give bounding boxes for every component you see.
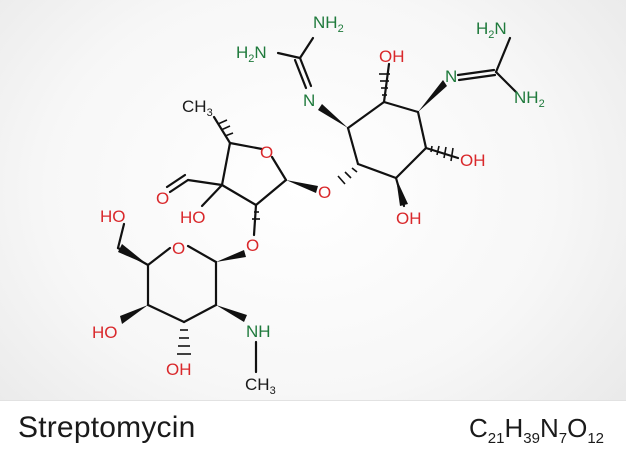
label-ch3-top: CH3: [182, 97, 213, 119]
label-o-aldehyde: O: [156, 189, 169, 208]
label-h2n-left: H2N: [236, 43, 267, 65]
label-o-furanose: O: [260, 143, 273, 162]
formula-subscript: 39: [523, 430, 540, 447]
stereo-bonds: [118, 73, 454, 355]
label-o-link-lower: O: [246, 236, 259, 255]
label-n-right: N: [445, 67, 457, 86]
formula-subscript: 12: [587, 430, 604, 447]
formula-element: O: [567, 413, 588, 443]
compound-name: Streptomycin: [18, 411, 196, 444]
label-oh-ring-top: OH: [379, 47, 405, 66]
label-o-link-right: O: [318, 183, 331, 202]
caption-bar: Streptomycin C21H39N7O12: [0, 400, 626, 451]
label-ch3-nmethyl: CH3: [245, 375, 276, 397]
label-nh2-top-left: NH2: [313, 13, 344, 35]
formula-subscript: 21: [487, 430, 505, 447]
label-oh-pyranose-bottom: OH: [166, 360, 192, 379]
formula-element: H: [504, 413, 524, 443]
formula-element: C: [469, 413, 488, 443]
formula-subscript: 7: [558, 430, 568, 447]
label-ho-furanose: HO: [180, 208, 206, 227]
label-oh-ring-right: OH: [460, 151, 486, 170]
label-ho-pyranose: HO: [92, 323, 118, 342]
label-ho-ch2: HO: [100, 207, 126, 226]
structural-formula: NH2 H2N N OH H2N N NH2 CH3 O O OH OH: [92, 13, 545, 397]
bond-skeleton: [116, 36, 518, 374]
label-o-pyranose: O: [172, 239, 185, 258]
label-n-left: N: [303, 91, 315, 110]
molecular-formula: C21H39N7O12: [469, 413, 604, 447]
atom-labels: NH2 H2N N OH H2N N NH2 CH3 O O OH OH: [92, 13, 545, 397]
label-oh-ring-bottom: OH: [396, 209, 422, 228]
formula-element: N: [539, 413, 559, 443]
label-nh: NH: [246, 322, 271, 341]
label-nh2-right: NH2: [514, 88, 545, 110]
label-h2n-right: H2N: [476, 19, 507, 41]
